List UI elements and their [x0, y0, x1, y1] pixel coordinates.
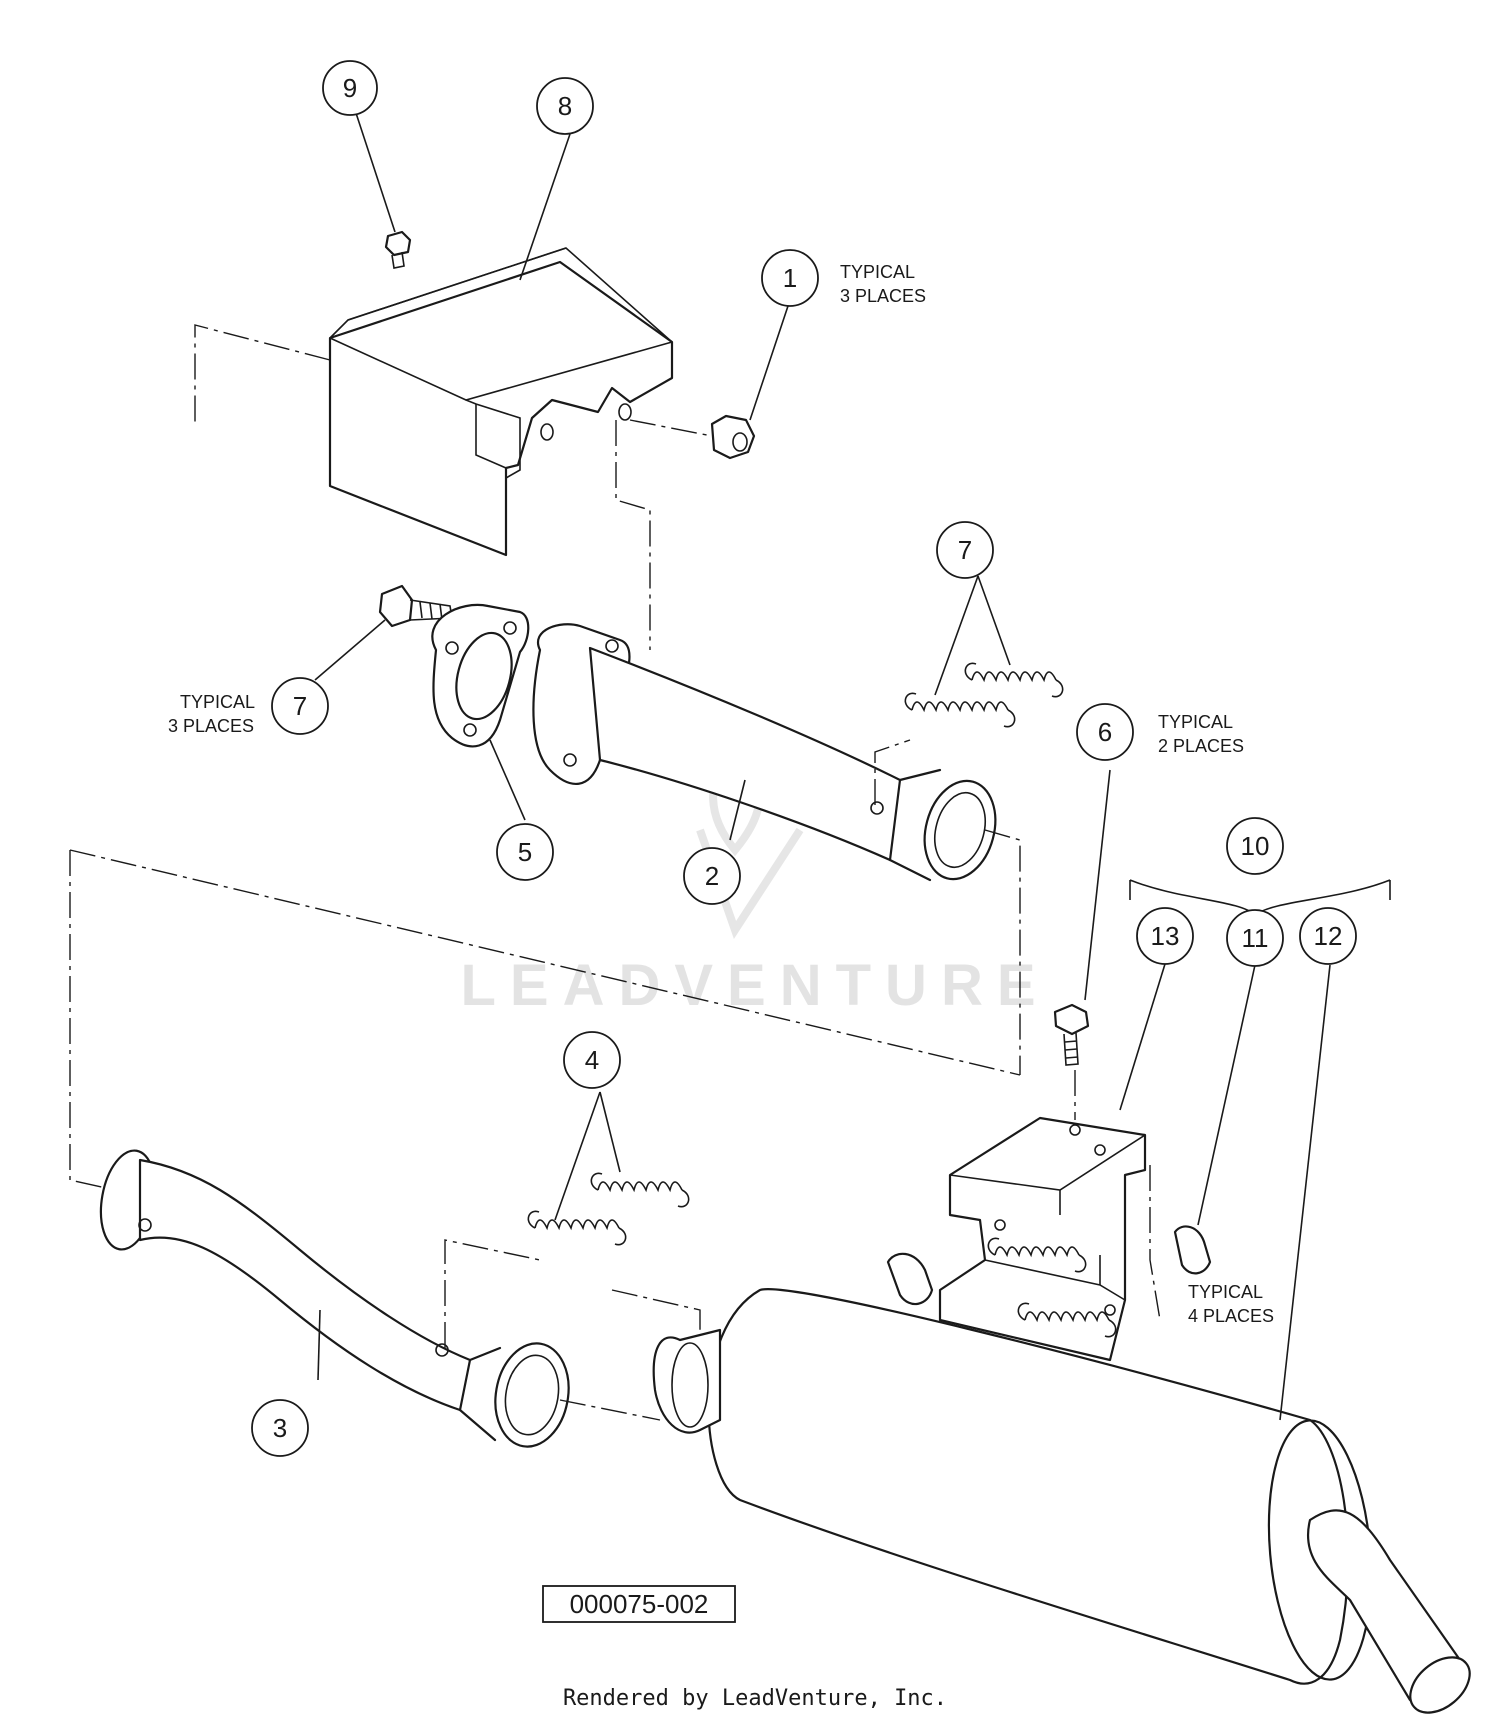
bracket-springs-11 — [886, 1225, 1212, 1338]
bolt-6 — [1053, 1003, 1090, 1066]
callout-7-bolt: 7 — [271, 677, 329, 735]
svg-text:TYPICAL: TYPICAL — [1158, 712, 1233, 732]
svg-text:13: 13 — [1151, 921, 1180, 951]
callout-2: 2 — [683, 847, 741, 905]
callout-12: 12 — [1299, 907, 1357, 965]
nut-1 — [629, 414, 756, 460]
svg-text:7: 7 — [293, 691, 307, 721]
callout-4: 4 — [563, 1031, 621, 1089]
svg-text:11: 11 — [1242, 923, 1269, 953]
svg-text:5: 5 — [518, 837, 532, 867]
svg-text:10: 10 — [1241, 831, 1270, 861]
screw-9 — [384, 230, 412, 269]
callout-7-springs: 7 — [936, 521, 994, 579]
callout-6: 6 — [1076, 703, 1134, 761]
svg-text:2: 2 — [705, 861, 719, 891]
exhaust-pipe-3 — [69, 849, 1021, 1448]
callout-3: 3 — [251, 1399, 309, 1457]
callout-1: 1 — [761, 249, 819, 307]
exhaust-pipe-2 — [532, 420, 1021, 1075]
svg-text:4 PLACES: 4 PLACES — [1188, 1306, 1274, 1326]
svg-text:1: 1 — [783, 263, 797, 293]
svg-text:TYPICAL: TYPICAL — [180, 692, 255, 712]
heat-shield — [194, 247, 674, 557]
svg-text:8: 8 — [558, 91, 572, 121]
svg-text:3: 3 — [273, 1413, 287, 1443]
watermark-text: LEADVENTURE — [460, 953, 1049, 1018]
muffler-12 — [652, 1288, 1471, 1714]
svg-text:7: 7 — [958, 535, 972, 565]
leader-lines — [314, 109, 1391, 1421]
callout-13: 13 — [1136, 907, 1194, 965]
spring-pair-4 — [527, 1172, 690, 1246]
svg-text:4: 4 — [585, 1045, 599, 1075]
callout-10: 10 — [1226, 817, 1284, 875]
gasket-5 — [431, 603, 530, 748]
note-bracket-bolt: TYPICAL 2 PLACES — [1158, 712, 1244, 756]
note-nut: TYPICAL 3 PLACES — [840, 262, 926, 306]
svg-text:TYPICAL: TYPICAL — [840, 262, 915, 282]
svg-text:6: 6 — [1098, 717, 1112, 747]
callout-11: 11 — [1226, 909, 1284, 967]
svg-text:3 PLACES: 3 PLACES — [168, 716, 254, 736]
callout-8: 8 — [536, 77, 594, 135]
svg-text:000075-002: 000075-002 — [570, 1589, 709, 1619]
svg-text:3 PLACES: 3 PLACES — [840, 286, 926, 306]
spring-pair-7 — [904, 662, 1064, 728]
callout-5: 5 — [496, 823, 554, 881]
svg-text:9: 9 — [343, 73, 357, 103]
svg-text:12: 12 — [1314, 921, 1343, 951]
footer-credit: Rendered by LeadVenture, Inc. — [563, 1686, 947, 1711]
note-bolt: TYPICAL 3 PLACES — [168, 692, 255, 736]
svg-text:TYPICAL: TYPICAL — [1188, 1282, 1263, 1302]
mounting-bracket-13 — [938, 1070, 1161, 1362]
reference-number: 000075-002 — [542, 1585, 736, 1623]
svg-text:2 PLACES: 2 PLACES — [1158, 736, 1244, 756]
bolt-7 — [378, 584, 453, 628]
note-springs: TYPICAL 4 PLACES — [1188, 1282, 1274, 1326]
callout-9: 9 — [322, 60, 378, 116]
